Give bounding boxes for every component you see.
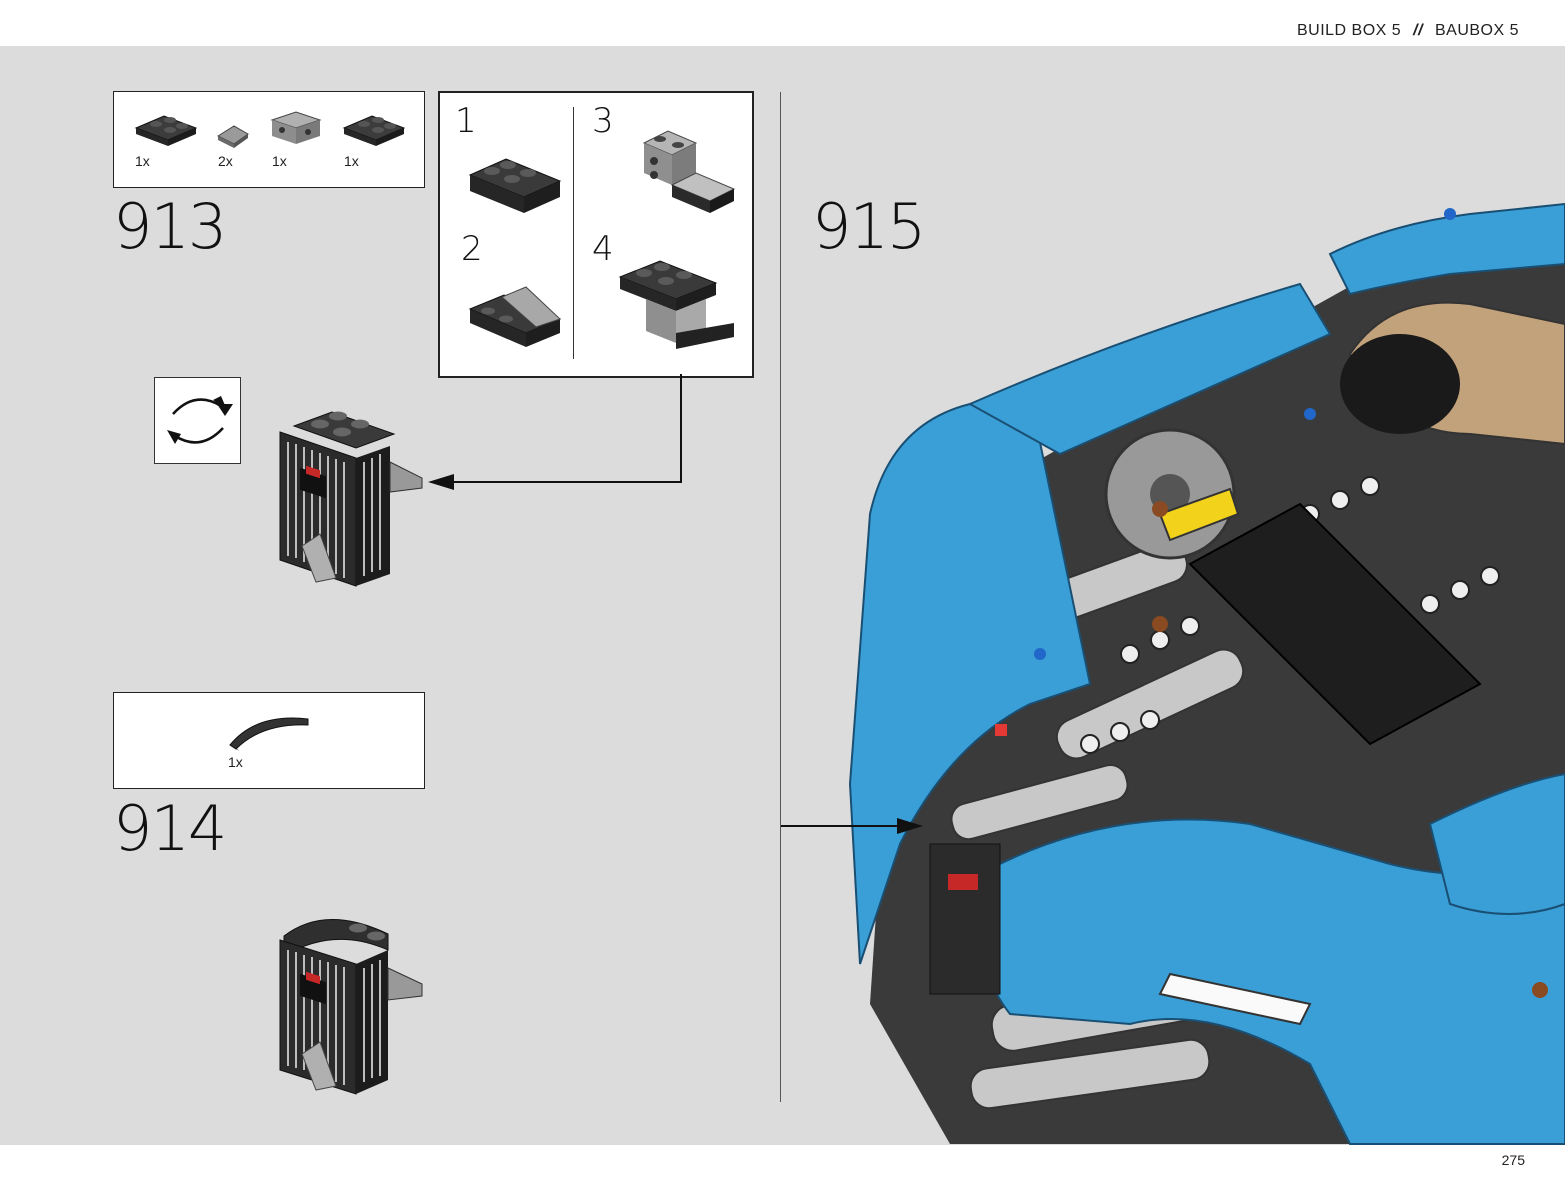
part-qty: 1x	[228, 754, 243, 770]
dark-curved-slope-icon	[229, 717, 309, 751]
sub-divider	[573, 107, 574, 359]
page-number: 275	[1501, 1152, 1525, 1168]
header-baubox: BAUBOX 5	[1434, 22, 1519, 39]
sub-step-2: 2	[461, 229, 483, 269]
sub-model-2-icon	[468, 286, 562, 347]
page-header: BUILD BOX 5 // BAUBOX 5	[1297, 22, 1519, 40]
sub-step-4: 4	[592, 229, 614, 269]
column-divider	[780, 92, 781, 1102]
sub-model-3-icon	[642, 130, 736, 213]
sub-assembly-box: 1 2 3 4	[438, 91, 754, 378]
dark-plate-2x2-icon	[342, 115, 406, 146]
sub-step-3: 3	[592, 101, 614, 141]
parts-list-914: 1x	[113, 692, 425, 789]
grey-slope-icon	[216, 125, 249, 148]
callout-arrow-icon	[428, 374, 682, 490]
sub-model-1-icon	[468, 158, 562, 213]
grey-bracket-icon	[270, 111, 322, 144]
rotate-model-icon	[154, 377, 241, 464]
sub-step-1: 1	[455, 101, 477, 141]
parts-list-913: 1x 2x 1x 1x	[113, 91, 425, 188]
header-separator: //	[1413, 22, 1424, 39]
part-qty: 2x	[218, 153, 233, 169]
grille-assembly-914-icon	[279, 919, 423, 1095]
grille-assembly-913-icon	[279, 411, 423, 587]
insert-arrow-icon	[781, 818, 923, 834]
car-front-assembly-icon	[848, 202, 1565, 1145]
part-qty: 1x	[344, 153, 359, 169]
sub-model-4-icon	[618, 260, 734, 349]
header-build-box: BUILD BOX 5	[1296, 22, 1402, 39]
step-number-915: 915	[812, 190, 926, 263]
step-number-913: 913	[113, 190, 227, 263]
dark-plate-2x2-icon	[134, 115, 198, 146]
part-qty: 1x	[135, 153, 150, 169]
part-qty: 1x	[272, 153, 287, 169]
step-number-914: 914	[113, 792, 227, 865]
